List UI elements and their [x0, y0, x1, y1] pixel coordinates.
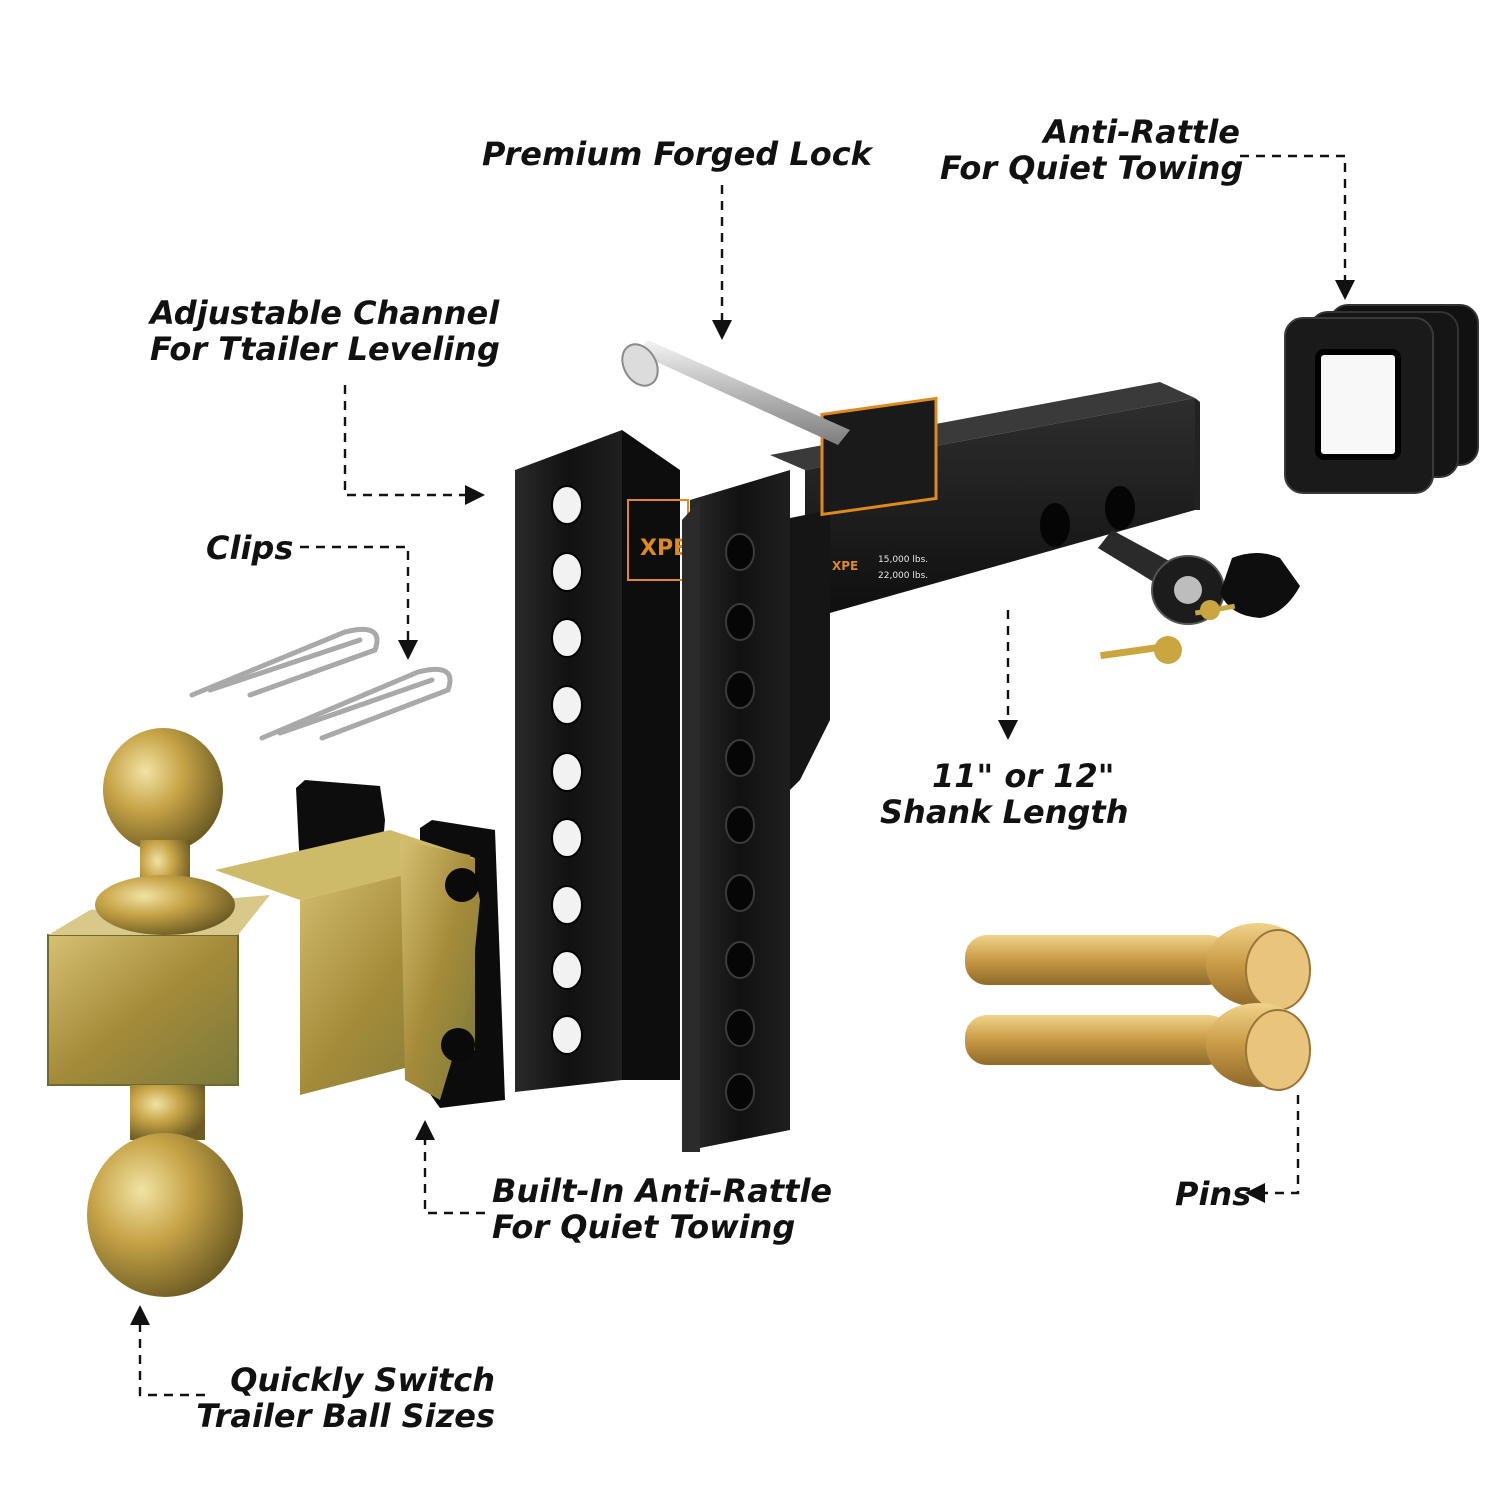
- forged-pin: [621, 340, 850, 445]
- key-icon: [1100, 600, 1236, 664]
- callout-ball-switch-line1: Quickly Switch: [230, 1361, 495, 1399]
- callout-leaders: [130, 154, 1355, 1397]
- callout-forged-lock: Premium Forged Lock: [482, 136, 872, 172]
- callout-pins-line1: Pins: [1175, 1175, 1252, 1213]
- callout-clips: Clips: [206, 530, 293, 566]
- label-logo: XPE: [832, 559, 858, 573]
- product-label: XPE 15,000 lbs. 22,000 lbs.: [820, 396, 938, 581]
- callout-clips-line1: Clips: [206, 529, 294, 567]
- callout-channel-line1: Adjustable Channel: [150, 294, 500, 332]
- label-rating-2: 22,000 lbs.: [878, 571, 928, 581]
- anti-rattle-sleeve: [1284, 304, 1479, 494]
- callout-channel: Adjustable Channel For Ttailer Leveling: [150, 294, 500, 368]
- channel-logo: XPE: [640, 536, 688, 561]
- callout-ball-switch: Quickly Switch Trailer Ball Sizes: [175, 1362, 495, 1434]
- callout-forged-lock-line1: Premium Forged Lock: [482, 135, 872, 173]
- callout-shank-line1: 11" or 12": [932, 757, 1115, 795]
- callout-anti-rattle-line2: For Quiet Towing: [940, 149, 1244, 187]
- callout-anti-rattle-sleeve: Anti-Rattle For Quiet Towing: [940, 113, 1244, 187]
- channel-holes-right: [725, 533, 755, 1111]
- callout-channel-line2: For Ttailer Leveling: [150, 330, 500, 368]
- callout-shank-line2: Shank Length: [880, 793, 1129, 831]
- callout-built-in-line1: Built-In Anti-Rattle: [492, 1172, 833, 1210]
- ball-mount: [47, 728, 505, 1297]
- callout-anti-rattle-line1: Anti-Rattle: [1043, 113, 1240, 151]
- callout-ball-switch-line2: Trailer Ball Sizes: [196, 1397, 495, 1435]
- callout-built-in-line2: For Quiet Towing: [492, 1208, 796, 1246]
- adjustable-channel: XPE: [515, 430, 790, 1152]
- receiver-lock: [1098, 530, 1300, 664]
- hair-pin-clips: [189, 626, 453, 741]
- label-rating-1: 15,000 lbs.: [878, 555, 928, 565]
- callout-shank: 11" or 12" Shank Length: [880, 758, 1128, 830]
- channel-holes-left: [551, 485, 583, 1055]
- callout-built-in-anti-rattle: Built-In Anti-Rattle For Quiet Towing: [492, 1173, 832, 1245]
- hitch-pins: [965, 923, 1311, 1091]
- callout-pins: Pins: [1175, 1176, 1251, 1212]
